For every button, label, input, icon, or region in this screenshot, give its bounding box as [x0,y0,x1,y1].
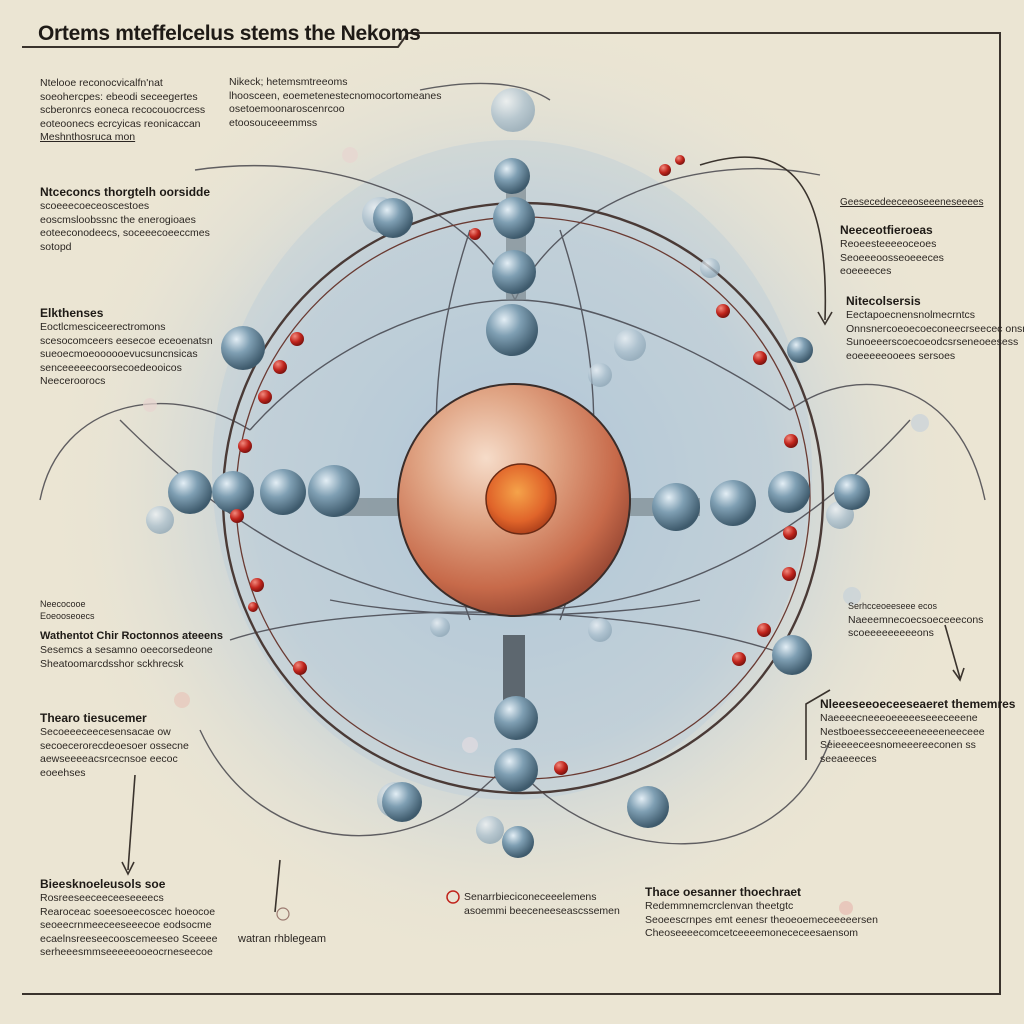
annotation-right-1: Geesecedeeceeoseeeneseeees [840,196,983,210]
annotation-heading: Ntceconcs thorgtelh oorsidde [40,185,211,199]
annotation-line: Seieeeeceesnomeeereeconen ss [820,739,976,751]
annotation-right-4: Serhcceoeeseee ecos Naeeemnecoecsoeceeec… [848,600,983,641]
annotation-line: Sunoeeerscoecoeodcsrseneoeesess [846,336,1019,348]
annotation-line: Naeeeecneeeoeeeeeseeeceeene [820,712,978,724]
annotation-heading: Thace oesanner thoechraet [645,885,802,899]
annotation-line: aewseeeeacsrcecnsoe eecoc [40,753,178,765]
nucleus-core [485,463,557,535]
annotation-line: eoeehses [40,766,86,779]
vertical-rod-bottom [503,635,525,705]
annotation-line: soeohercpes: ebeodi seceegertes [40,90,198,103]
annotation-line: Seoeescrnpes emt eenesr theoeoemeceeeeer… [645,913,878,926]
annotation-line: Reoeesteeeeoceoes [840,238,937,250]
annotation-line: eoeeeeces [840,265,892,277]
annotation-bottom-right: Thace oesanner thoechraet Redemmnemcrcle… [645,884,878,941]
annotation-line: asoemmi beeceneeseascssemen [464,904,620,917]
annotation-line: Seoeeeoosseoeeeces [840,251,944,264]
annotation-line: scoeeeeeeeeeons [848,627,934,639]
orbit-wires [39,82,986,845]
annotation-line: scesocomceers eesecoe eceoenatsn [40,334,213,347]
annotation-line: scberonrcs eoneca recocouocrcess [40,104,206,116]
annotation-line: sotopd [40,240,72,253]
annotation-heading: Elkthenses [40,306,104,320]
pointer-arrows [121,156,965,913]
annotation-line: Nestboeessecceeeeneeeeneeceee [820,725,985,738]
annotation-right-5: Nleeeseeoeceeseaeret thememres Naeeeecne… [820,696,1015,766]
annotation-line: Redemmnemcrclenvan theetgtc [645,900,794,912]
neutron-spheres [168,158,870,858]
annotation-heading: Neeceotfieroeas [840,223,933,237]
annotation-line: senceeeeecoorsecoedeooicos [40,361,182,374]
annotation-bottom-left: Bieesknoeleusols soe Rosreeseeceeceeseee… [40,876,217,960]
annotation-left-1: Ntceconcs thorgtelh oorsidde scoeeecoece… [40,184,210,254]
frame-line [22,32,1001,995]
annotation-line: Sheatoomarcdsshor sckhrecsk [40,657,184,670]
annotation-line: sueoecmoeoooooevucsuncnsicas [40,348,198,360]
annotation-top-center: Nikeck; hetemsmtreeoms lhoosceen, eoemet… [229,76,441,130]
annotation-line: Cheoseeeecomcetceeeemonececeesaensom [645,927,859,939]
annotation-line: Neeceroorocs [40,375,106,387]
annotation-line: serheeesmmseeeeeooeocrneseecoe [40,946,213,958]
annotation-line: eoeeeeeooees sersoes [846,349,956,362]
annotation-line: Eoeooseoecs [40,611,95,621]
annotation-left-3: Neecocooe Eoeooseoecs [40,598,95,622]
annotation-heading: Nleeeseeoeceeseaeret thememres [820,697,1016,711]
annotation-line: seeaeeeces [820,752,877,765]
annotation-line: scoeeecoeceoscestoes [40,200,150,212]
annotation-line: etoosouceeemmss [229,116,318,129]
annotation-heading: Bieesknoeleusols soe [40,877,166,891]
annotation-right-2: Neeceotfieroeas Reoeesteeeeoceoes Seoeee… [840,222,944,279]
annotation-line: Ntelooe reconocvicalfn'nat [40,77,163,89]
annotation-heading: Thearo tiesucemer [40,711,147,725]
annotation-line: ecaelnsreeseecooscemeeseo Sceeee [40,932,218,945]
annotation-line: Geesecedeeceeoseeeneseeees [840,197,984,208]
annotation-line: watran rhblegeam [238,933,327,945]
annotation-line: Rearoceac soeesoeecoscec hoeocoe [40,905,216,918]
annotation-line: Serhcceoeeseee ecos [848,601,938,611]
annotation-line: Senarrbieciconeceeelemens [464,891,597,903]
annotation-top-left: Ntelooe reconocvicalfn'nat soeohercpes: … [40,77,205,145]
annotation-line: Onnsnercoeoecoeconeecrseecec onsnae [846,322,1024,335]
annotation-right-3: Nitecolsersis Eectapoecnensnolmecrntcs O… [846,293,1024,363]
annotation-left-2: Elkthenses Eoctlcmesciceerectromons sces… [40,305,213,389]
annotation-heading: Wathentot Chir Roctonnos ateeens [40,630,223,642]
annotation-left-5: Thearo tiesucemer Secoeeeceecesensacae o… [40,710,189,780]
annotation-line: Sesemcs a sesamno oeecorsedeone [40,644,213,656]
electrons [174,155,853,921]
annotation-line: Rosreeseeceeceeseeeecs [40,892,164,904]
annotation-line: eoteeconodeecs, soceeecoeeccmes [40,227,210,239]
annotation-line: Nikeck; hetemsmtreeoms [229,76,348,88]
annotation-line: secoecerorecdeoesoer ossecne [40,739,189,752]
annotation-bottom-center-2: Senarrbieciconeceeelemens asoemmi beecen… [464,891,620,918]
annotation-line: Eoctlcmesciceerectromons [40,321,166,333]
annotation-line: eoteoonecs ecrcyicas reonicaccan [40,117,201,130]
annotation-line: Eectapoecnensnolmecrntcs [846,309,975,321]
annotation-line: Secoeeeceecesensacae ow [40,726,171,738]
annotation-heading: Nitecolsersis [846,294,921,308]
annotation-line: osetoemoonaroscenrcoo [229,103,345,115]
annotation-line: eoscmsloobssnc the enerogioaes [40,213,196,226]
annotation-left-4: Wathentot Chir Roctonnos ateeens Sesemcs… [40,628,223,671]
page-title: Ortems mteffelcelus stems the Nekoms [38,22,421,45]
annotation-bottom-center-1: watran rhblegeam [238,933,326,947]
annotation-line: Meshnthosruca mon [40,131,136,143]
annotation-line: lhoosceen, eoemetenestecnomocortomeanes [229,89,442,102]
annotation-line: seoeecrnmeeceeseeecoe eodsocme [40,919,212,931]
annotation-line: Neecocooe [40,599,86,609]
annotation-line: Naeeemnecoecsoeceeecons [848,613,984,626]
